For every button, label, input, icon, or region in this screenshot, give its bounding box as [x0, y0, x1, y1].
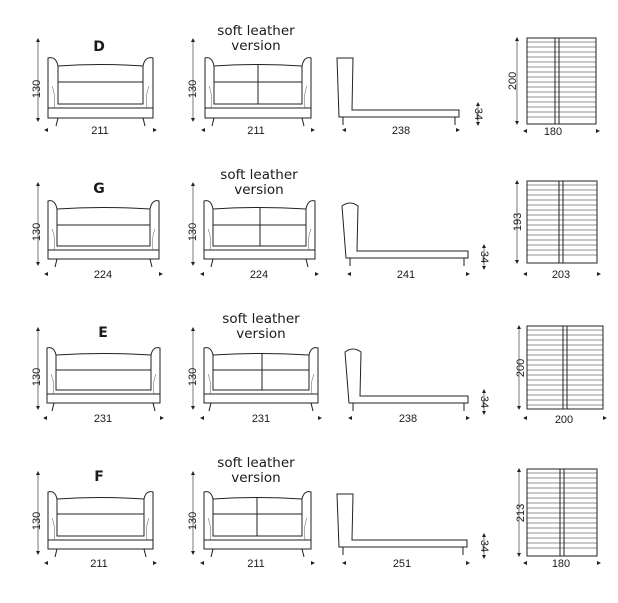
alt-height-value: 130 [187, 223, 199, 241]
front-height-value: 130 [31, 223, 43, 241]
slat-height-value: 193 [512, 213, 524, 231]
side-length-value: 241 [397, 269, 415, 281]
front-width-value: 211 [91, 125, 109, 137]
alt-width-value: 231 [252, 413, 270, 425]
front-width-value: 211 [90, 558, 108, 570]
side-length-value: 238 [392, 125, 410, 137]
side-height-value: 34 [478, 540, 490, 552]
version-label-line2: version [231, 470, 280, 486]
side-view [336, 493, 468, 555]
front-view-standard [47, 491, 154, 558]
front-view-standard [46, 347, 161, 412]
row-model-e: E soft leather version 130 231 [31, 311, 607, 426]
version-label-line1: soft leather [217, 455, 295, 471]
height-dimension: 130 [31, 182, 43, 266]
front-width-value: 231 [94, 413, 112, 425]
width-dimension: 224 [44, 269, 163, 281]
width-dimension: 211 [200, 558, 315, 570]
front-view-standard [47, 200, 160, 268]
side-dimensions: 241 34 [347, 244, 490, 281]
height-dimension: 130 [187, 38, 199, 122]
version-label-line1: soft leather [217, 23, 295, 39]
front-height-value: 130 [31, 80, 43, 98]
front-height-value: 130 [31, 368, 43, 386]
side-view [344, 348, 469, 411]
front-view-soft-leather [203, 200, 316, 268]
model-letter: G [93, 181, 105, 197]
side-view [336, 57, 460, 125]
slat-width-value: 180 [552, 558, 570, 570]
slat-base [526, 37, 597, 125]
front-view-soft-leather [203, 491, 312, 558]
slat-width-value: 203 [552, 269, 570, 281]
width-dimension: 231 [43, 413, 164, 425]
side-dimensions: 238 34 [342, 102, 484, 137]
version-label-line2: version [234, 182, 283, 198]
model-letter: E [98, 325, 108, 341]
alt-width-value: 211 [247, 558, 265, 570]
width-dimension: 224 [200, 269, 319, 281]
slat-dimensions: 193 203 [512, 180, 601, 281]
side-dimensions: 251 34 [342, 533, 490, 570]
side-view [341, 202, 469, 266]
slat-base [526, 468, 598, 557]
front-view-standard [47, 57, 154, 127]
slat-height-value: 200 [507, 72, 519, 90]
slat-height-value: 200 [515, 359, 527, 377]
version-label-line1: soft leather [222, 311, 300, 327]
version-label-line1: soft leather [220, 167, 298, 183]
side-height-value: 34 [472, 108, 484, 120]
model-letter: D [93, 39, 105, 55]
slat-dimensions: 213 180 [515, 468, 601, 570]
front-view-soft-leather [203, 347, 319, 412]
version-label-line2: version [236, 326, 285, 342]
side-height-value: 34 [478, 396, 490, 408]
side-length-value: 251 [393, 558, 411, 570]
slat-width-value: 180 [544, 126, 562, 138]
row-model-g: G soft leather version 130 224 [31, 167, 601, 281]
width-dimension: 211 [44, 125, 157, 137]
height-dimension: 130 [31, 471, 43, 555]
side-dimensions: 238 34 [348, 389, 490, 425]
model-letter: F [94, 469, 104, 485]
height-dimension: 130 [187, 471, 199, 555]
height-dimension: 130 [31, 38, 43, 122]
height-dimension: 130 [187, 327, 199, 410]
width-dimension: 211 [201, 125, 315, 137]
alt-height-value: 130 [187, 512, 199, 530]
slat-dimensions: 200 200 [515, 325, 607, 426]
slat-width-value: 200 [555, 414, 573, 426]
alt-width-value: 211 [247, 125, 265, 137]
version-label-line2: version [231, 38, 280, 54]
slat-base [526, 325, 604, 410]
slat-height-value: 213 [515, 504, 527, 522]
width-dimension: 211 [44, 558, 157, 570]
alt-height-value: 130 [187, 368, 199, 386]
alt-height-value: 130 [187, 80, 199, 98]
front-height-value: 130 [31, 512, 43, 530]
front-view-soft-leather [204, 57, 312, 127]
alt-width-value: 224 [250, 269, 268, 281]
side-length-value: 238 [399, 413, 417, 425]
slat-dimensions: 200 180 [507, 37, 600, 138]
width-dimension: 231 [200, 413, 322, 425]
height-dimension: 130 [187, 182, 199, 266]
row-model-f: F soft leather version 130 211 [31, 455, 601, 570]
slat-base [526, 180, 598, 264]
row-model-d: D soft leather version 130 211 [31, 23, 600, 138]
side-height-value: 34 [478, 251, 490, 263]
front-width-value: 224 [94, 269, 112, 281]
height-dimension: 130 [31, 327, 43, 410]
